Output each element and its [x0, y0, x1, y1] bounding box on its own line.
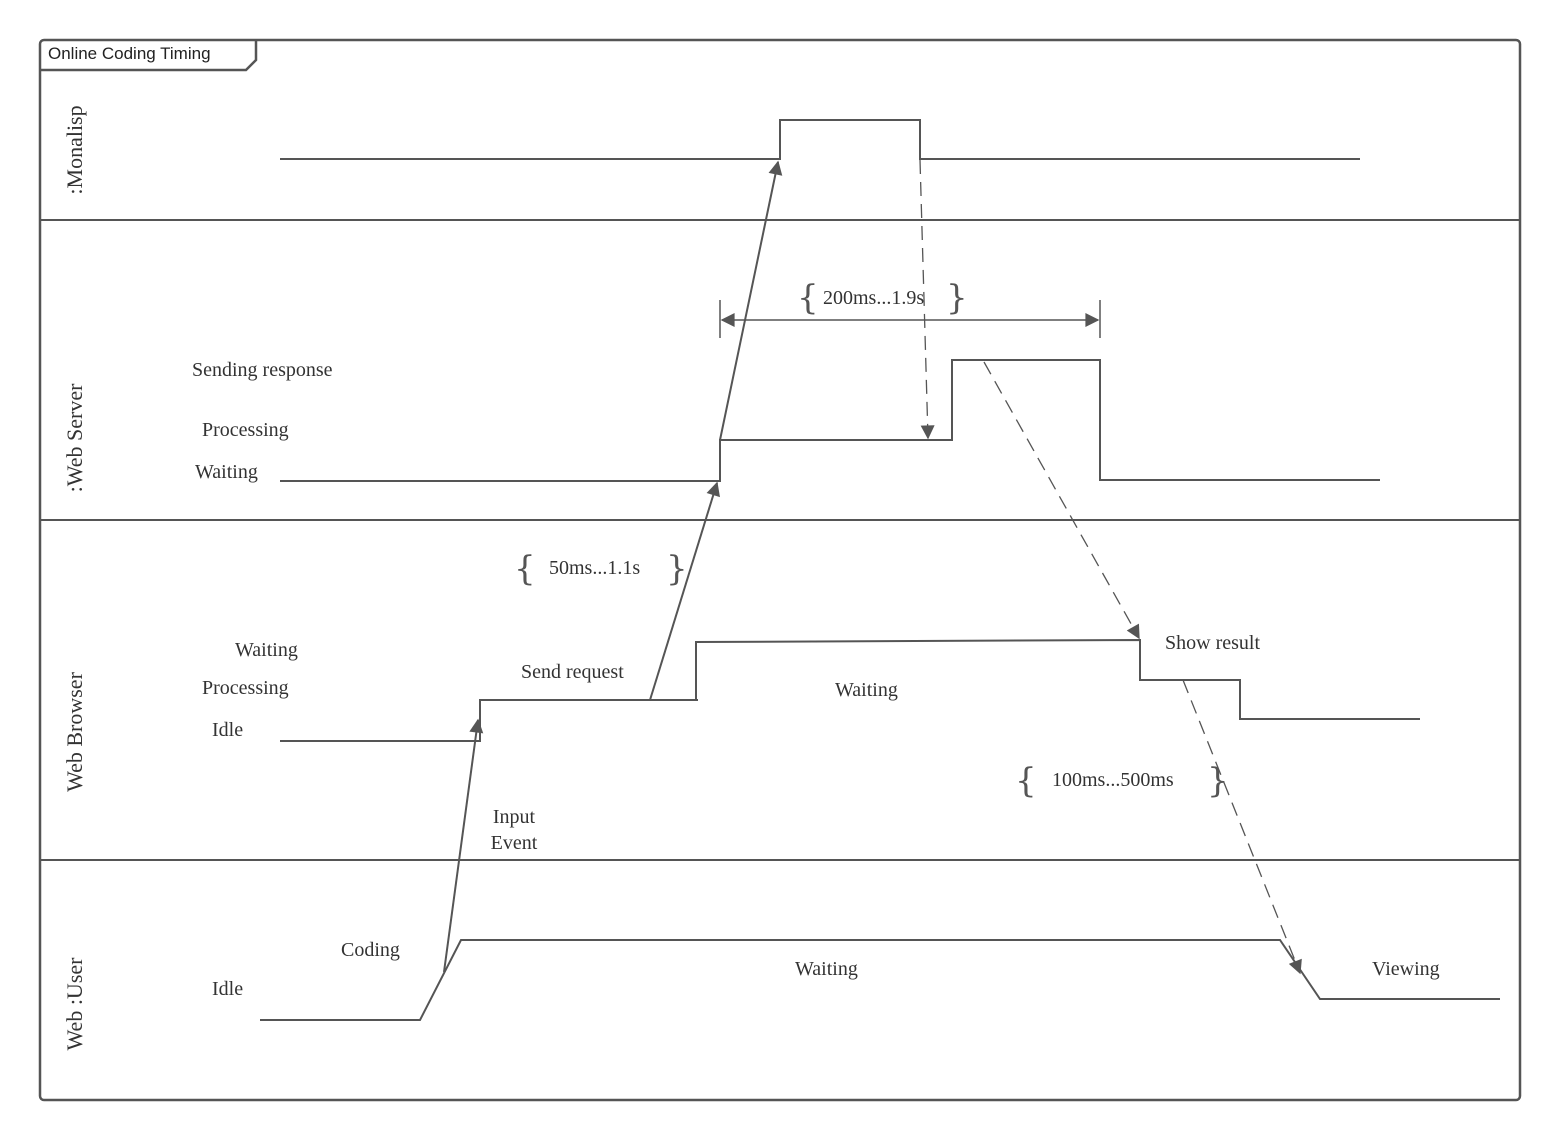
- timeline-monalisp: [280, 119, 1360, 160]
- annotation-browser-waiting: Waiting: [835, 679, 898, 701]
- message-send-request: [649, 481, 720, 701]
- timeline-web-browser: [280, 638, 1420, 742]
- brace-close-browser-request: }: [666, 549, 688, 589]
- state-label-browser-processing: Processing: [202, 677, 289, 699]
- message-input-event: [443, 718, 484, 973]
- duration-label-browser-request: 50ms...1.1s: [549, 557, 640, 579]
- reply-browser-to-user: [1182, 679, 1302, 975]
- annotation-input-event-line1: Input: [493, 806, 536, 828]
- duration-label-server-response: 200ms...1.9s: [823, 287, 924, 309]
- brace-close-server: }: [946, 278, 968, 318]
- brace-open-server: {: [797, 278, 819, 318]
- frame-title: Online Coding Timing: [48, 44, 211, 63]
- duration-label-browser-render: 100ms...500ms: [1052, 769, 1174, 791]
- state-label-server-processing: Processing: [202, 419, 289, 441]
- brace-open-browser-render: {: [1015, 761, 1037, 801]
- brace-close-browser-render: }: [1207, 761, 1229, 801]
- annotation-send-request: Send request: [521, 661, 624, 683]
- annotation-show-result: Show result: [1165, 632, 1260, 654]
- timeline-web-server: [280, 359, 1380, 482]
- lane-label-web-server: :Web Server: [62, 383, 87, 492]
- reply-server-to-browser: [983, 361, 1140, 640]
- brace-open-browser-request: {: [514, 549, 536, 589]
- lane-label-web-browser: Web Browser: [62, 671, 87, 791]
- diagram-frame: [38, 38, 1522, 1102]
- state-label-browser-waiting: Waiting: [235, 639, 298, 661]
- annotation-viewing: Viewing: [1372, 958, 1440, 980]
- lane-label-monalisp: :Monalisp: [62, 105, 87, 194]
- state-label-server-waiting: Waiting: [195, 461, 258, 483]
- timeline-web-user: [260, 939, 1500, 1021]
- message-forward-to-monalisp: [719, 160, 783, 441]
- frame-title-tab: [40, 40, 258, 72]
- reply-monalisp-to-server: [919, 159, 935, 440]
- annotation-input-event-line2: Event: [491, 832, 538, 854]
- state-label-user-coding: Coding: [341, 939, 400, 961]
- annotation-user-waiting: Waiting: [795, 958, 858, 980]
- state-label-server-sending-response: Sending response: [192, 359, 333, 381]
- state-label-browser-idle: Idle: [212, 719, 243, 741]
- state-label-user-idle: Idle: [212, 978, 243, 1000]
- lane-label-web-user: Web :User: [62, 957, 87, 1051]
